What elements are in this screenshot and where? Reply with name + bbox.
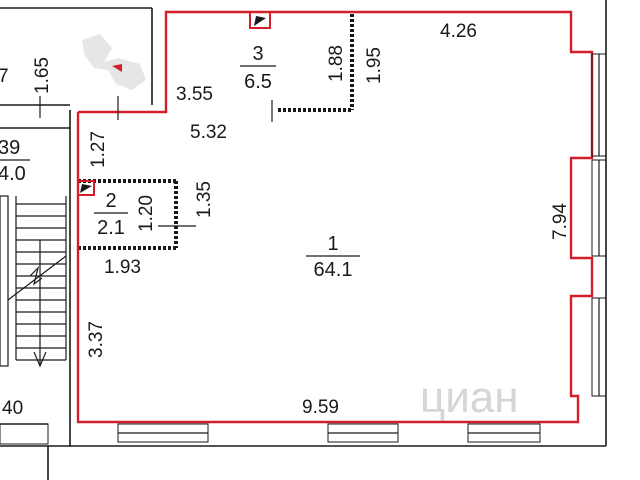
neighbor-area: 4.0 bbox=[0, 163, 26, 185]
dim-corridor-height: 1.27 bbox=[88, 131, 109, 168]
dim-room2-height-a: 1.35 bbox=[194, 181, 215, 218]
room-1-number: 1 bbox=[327, 233, 338, 255]
room-2-area: 2.1 bbox=[97, 217, 125, 239]
dim-edge-bottom: 40 bbox=[2, 398, 23, 419]
staircase bbox=[0, 195, 67, 368]
room-2-number: 2 bbox=[105, 190, 116, 212]
dim-left-top: 1.65 bbox=[32, 57, 53, 94]
room-3-number: 3 bbox=[252, 43, 263, 65]
room-3-area: 6.5 bbox=[244, 71, 272, 93]
room-3-walls bbox=[165, 11, 354, 122]
dimension-ticks bbox=[39, 96, 119, 120]
window-mark bbox=[82, 34, 146, 90]
dim-room3-width: 3.55 bbox=[176, 84, 213, 105]
bottom-windows bbox=[0, 423, 541, 445]
dim-edge-top: 7 bbox=[0, 66, 9, 87]
neighbor-number: 39 bbox=[0, 137, 20, 159]
dim-left-lower: 3.37 bbox=[86, 321, 107, 358]
right-windows bbox=[591, 53, 607, 397]
dim-room2-height-b: 1.20 bbox=[136, 195, 157, 232]
unit-outline bbox=[76, 10, 594, 424]
dim-bottom: 9.59 bbox=[302, 397, 339, 418]
dim-right-side: 7.94 bbox=[550, 203, 571, 240]
dim-corridor-width: 5.32 bbox=[190, 122, 227, 143]
room-1-area: 64.1 bbox=[314, 259, 353, 281]
dim-room3-height-a: 1.88 bbox=[326, 45, 347, 82]
watermark: циан bbox=[420, 373, 519, 422]
dim-top-right: 4.26 bbox=[440, 21, 477, 42]
dim-room2-width: 1.93 bbox=[104, 257, 141, 278]
dim-room3-height-b: 1.95 bbox=[364, 47, 385, 84]
